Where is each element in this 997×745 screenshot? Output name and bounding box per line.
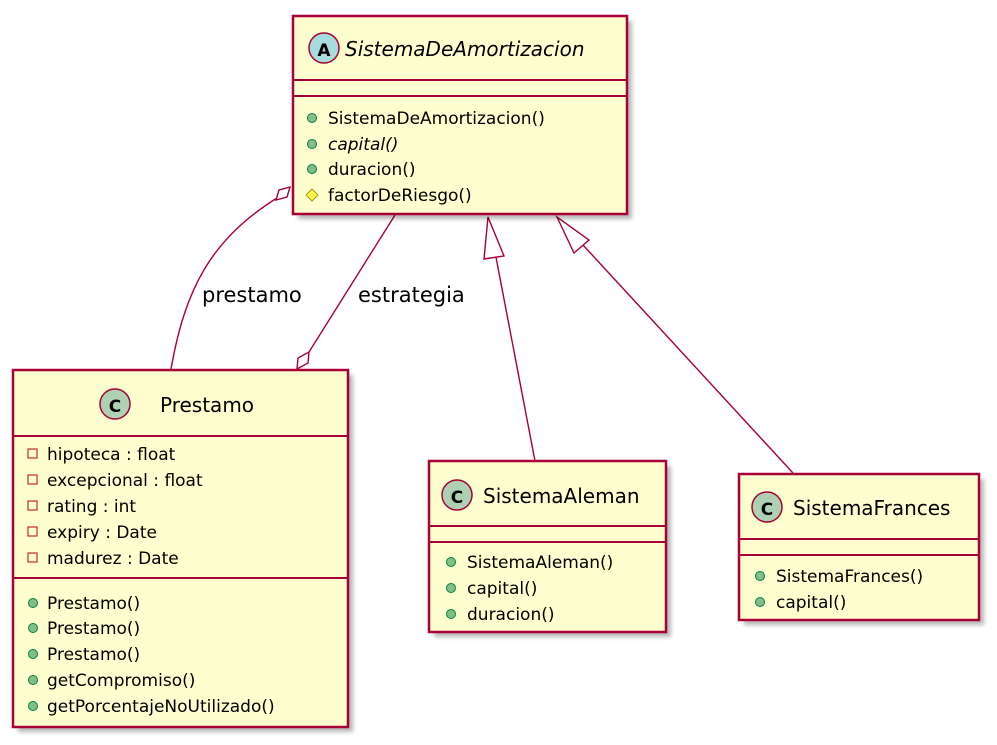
abstract-letter: A — [317, 41, 331, 61]
public-icon — [307, 139, 317, 149]
class-sistema-aleman: C SistemaAleman SistemaAleman() capital(… — [427, 459, 671, 637]
field: excepcional : float — [47, 471, 203, 491]
class-name: SistemaFrances — [793, 496, 950, 520]
public-icon — [446, 609, 456, 619]
public-icon — [755, 571, 765, 581]
class-sistema-de-amortizacion: A SistemaDeAmortizacion SistemaDeAmortiz… — [291, 14, 632, 219]
class-letter: C — [109, 397, 121, 417]
aggregation-diamond-bottom — [296, 350, 310, 371]
class-sistema-frances: C SistemaFrances SistemaFrances() capita… — [737, 472, 984, 625]
class-name: SistemaAleman — [483, 484, 640, 508]
frances-generalization-edge — [582, 244, 794, 474]
method: capital() — [467, 579, 537, 599]
class-letter: C — [451, 488, 463, 508]
aggregation-diamond-top — [274, 185, 292, 202]
method: SistemaDeAmortizacion() — [328, 109, 545, 129]
field: madurez : Date — [47, 549, 179, 569]
method: SistemaAleman() — [467, 553, 613, 573]
estrategia-relation-label: estrategia — [358, 283, 465, 307]
private-icon — [27, 526, 38, 537]
method: capital() — [776, 593, 846, 613]
public-icon — [28, 649, 38, 659]
field: rating : int — [47, 497, 136, 517]
method: Prestamo() — [47, 594, 140, 614]
public-icon — [755, 597, 765, 607]
prestamo-aggregation-edge — [170, 197, 278, 370]
class-icon — [441, 479, 473, 511]
public-icon — [307, 164, 317, 174]
method: factorDeRiesgo() — [328, 186, 472, 206]
method: SistemaFrances() — [776, 567, 923, 587]
method: Prestamo() — [47, 619, 140, 639]
method: getCompromiso() — [47, 671, 195, 691]
private-icon — [27, 474, 38, 485]
method: getPorcentajeNoUtilizado() — [47, 697, 275, 717]
method-abstract: capital() — [328, 135, 398, 155]
public-icon — [307, 113, 317, 123]
class-icon — [751, 491, 783, 523]
private-icon — [27, 552, 38, 563]
public-icon — [28, 598, 38, 608]
class-name: SistemaDeAmortizacion — [345, 37, 585, 61]
class-name: Prestamo — [160, 393, 254, 417]
public-icon — [28, 623, 38, 633]
method: Prestamo() — [47, 645, 140, 665]
prestamo-relation-label: prestamo — [202, 283, 302, 307]
field: expiry : Date — [47, 523, 157, 543]
abstract-class-icon — [308, 32, 340, 64]
method: duracion() — [328, 160, 415, 180]
generalization-arrow-aleman — [483, 216, 505, 260]
aleman-generalization-edge — [494, 251, 536, 462]
private-icon — [27, 448, 38, 459]
generalization-arrow-frances — [555, 214, 591, 255]
private-icon — [27, 500, 38, 511]
public-icon — [446, 583, 456, 593]
public-icon — [446, 557, 456, 567]
estrategia-aggregation-edge — [308, 214, 396, 353]
field: hipoteca : float — [47, 445, 176, 465]
public-icon — [28, 701, 38, 711]
method: duracion() — [467, 605, 554, 625]
public-icon — [28, 675, 38, 685]
class-letter: C — [761, 500, 773, 520]
protected-icon — [305, 188, 319, 202]
class-icon — [99, 388, 131, 420]
class-prestamo: C Prestamo hipoteca : float excepcional … — [11, 368, 353, 732]
